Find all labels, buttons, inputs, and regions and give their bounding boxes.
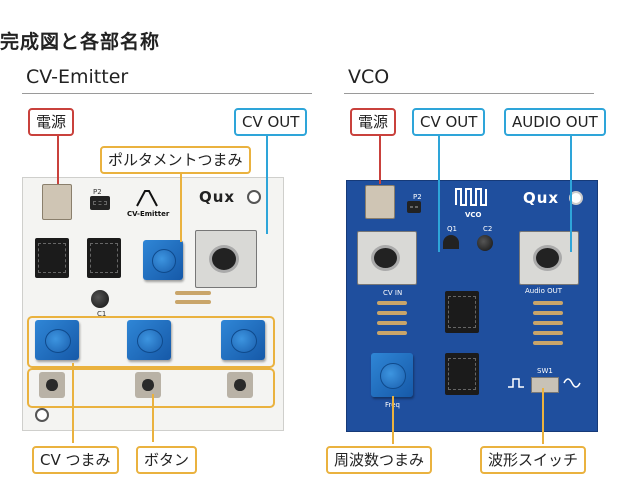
- vco-board: P2 VCO Qux Q1 C2 CV IN Audio OUT Freq SW…: [346, 180, 598, 432]
- cv-knob-1[interactable]: [35, 320, 79, 360]
- cv-emitter-header-p2: [90, 196, 110, 210]
- resistor: [175, 291, 211, 295]
- frequency-leader-line: [392, 396, 394, 444]
- vco-cv-out-jack[interactable]: [357, 231, 417, 285]
- waveform-switch-leader-line: [542, 388, 544, 444]
- vco-audio-out-text: Audio OUT: [525, 287, 563, 295]
- vco-brand: Qux: [523, 189, 560, 207]
- cv-emitter-ic-2: [87, 238, 121, 278]
- button-label: ボタン: [136, 446, 198, 474]
- vco-transistor: [443, 235, 459, 249]
- frequency-knob[interactable]: [371, 353, 413, 397]
- cv-knob-2[interactable]: [127, 320, 171, 360]
- vco-audio-out-label: AUDIO OUT: [504, 108, 606, 136]
- page-heading: 完成図と各部名称: [0, 31, 161, 53]
- cv-knob-3[interactable]: [221, 320, 265, 360]
- vco-header-p2: [407, 201, 421, 213]
- cv-emitter-board: P2 CV-Emitter Qux C1: [22, 177, 284, 431]
- button-2[interactable]: [135, 372, 161, 398]
- resistor: [377, 311, 407, 315]
- vco-p2-text: P2: [413, 193, 422, 201]
- resistor: [533, 341, 563, 345]
- cv-knob-label: CV つまみ: [32, 446, 119, 474]
- resistor: [377, 331, 407, 335]
- mount-hole-icon: [35, 408, 49, 422]
- vco-audio-out-leader-line: [570, 132, 572, 252]
- cv-knob-group-frame: [27, 316, 275, 368]
- button-group-frame: [27, 368, 275, 408]
- portamento-leader-line: [180, 170, 182, 242]
- sine-wave-icon: [563, 378, 581, 388]
- vco-divider: [344, 93, 594, 94]
- resistor: [377, 321, 407, 325]
- cv-emitter-cv-out-jack[interactable]: [195, 230, 257, 288]
- vco-capacitor: [477, 235, 493, 251]
- vco-cv-in-text: CV IN: [383, 289, 403, 297]
- vco-q1-text: Q1: [447, 225, 457, 233]
- vco-logo-text: VCO: [465, 211, 482, 219]
- power-leader-line: [57, 132, 59, 184]
- waveform-switch-label: 波形スイッチ: [480, 446, 587, 474]
- vco-square-wave-logo-icon: [455, 188, 487, 206]
- vco-title: VCO: [348, 66, 390, 88]
- power-label: 電源: [28, 108, 75, 136]
- button-1[interactable]: [39, 372, 65, 398]
- cv-emitter-title: CV-Emitter: [26, 66, 129, 88]
- resistor: [533, 301, 563, 305]
- cv-emitter-power-connector: [42, 184, 72, 220]
- resistor: [533, 321, 563, 325]
- cv-out-leader-line: [266, 136, 268, 234]
- cv-out-label: CV OUT: [234, 108, 308, 136]
- resistor: [533, 331, 563, 335]
- mount-hole-icon: [247, 190, 261, 204]
- resistor: [533, 311, 563, 315]
- cv-emitter-p2-text: P2: [93, 188, 102, 196]
- cv-emitter-brand: Qux: [199, 188, 236, 206]
- portamento-knob[interactable]: [143, 240, 183, 280]
- square-wave-icon: [508, 378, 524, 388]
- frequency-knob-label: 周波数つまみ: [326, 446, 433, 474]
- cv-emitter-ic-1: [35, 238, 69, 278]
- button-3[interactable]: [227, 372, 253, 398]
- cv-emitter-capacitor: [91, 290, 109, 308]
- vco-power-label: 電源: [350, 108, 397, 136]
- cv-knob-leader-line: [72, 363, 74, 443]
- resistor: [377, 301, 407, 305]
- vco-cv-out-leader-line: [438, 132, 440, 252]
- cv-emitter-divider: [22, 93, 312, 94]
- resistor: [175, 300, 211, 304]
- button-leader-line: [152, 394, 154, 442]
- vco-audio-out-jack[interactable]: [519, 231, 579, 285]
- vco-ic-1: [445, 291, 479, 333]
- vco-ic-2: [445, 353, 479, 395]
- cv-emitter-c1-text: C1: [97, 310, 107, 318]
- vco-power-leader-line: [379, 132, 381, 184]
- vco-cv-out-label: CV OUT: [412, 108, 486, 136]
- portamento-label: ポルタメントつまみ: [100, 146, 251, 174]
- vco-c2-text: C2: [483, 225, 493, 233]
- cv-emitter-logo-icon: [136, 190, 158, 207]
- vco-sw1-text: SW1: [537, 367, 553, 375]
- cv-emitter-logo-text: CV-Emitter: [127, 210, 170, 218]
- waveform-switch[interactable]: [531, 377, 559, 393]
- vco-power-connector: [365, 185, 395, 219]
